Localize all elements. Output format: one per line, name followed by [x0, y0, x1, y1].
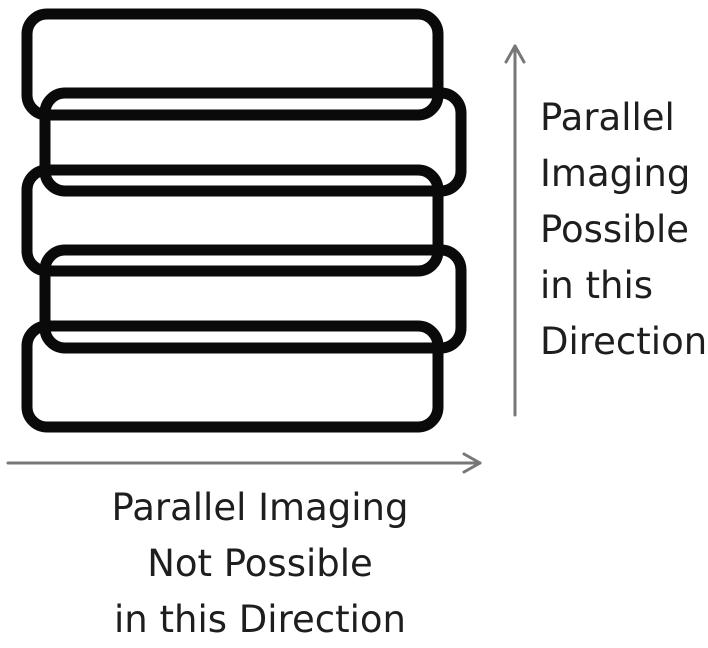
vertical-label-line: in this [540, 264, 654, 307]
horizontal-label-line: Parallel Imaging [111, 486, 409, 529]
horizontal-label-line: Not Possible [147, 542, 373, 585]
coil-stack [21, 8, 467, 433]
vertical-label-line: Possible [540, 208, 689, 251]
coil-element-1 [21, 8, 444, 121]
coil-element-5 [21, 320, 444, 433]
vertical-label-line: Parallel [540, 96, 675, 139]
horizontal-label-line: in this Direction [114, 598, 406, 641]
coil-element-3 [21, 164, 444, 277]
horizontal-direction-label: Parallel Imaging Not Possible in this Di… [20, 480, 500, 648]
coil-element-4 [39, 244, 467, 354]
vertical-direction-label: Parallel Imaging Possible in this Direct… [540, 90, 707, 370]
vertical-label-line: Imaging [540, 152, 691, 195]
coil-element-2 [39, 87, 467, 197]
horizontal-arrow [6, 452, 482, 474]
vertical-arrow [504, 44, 526, 417]
vertical-label-line: Direction [540, 320, 708, 363]
